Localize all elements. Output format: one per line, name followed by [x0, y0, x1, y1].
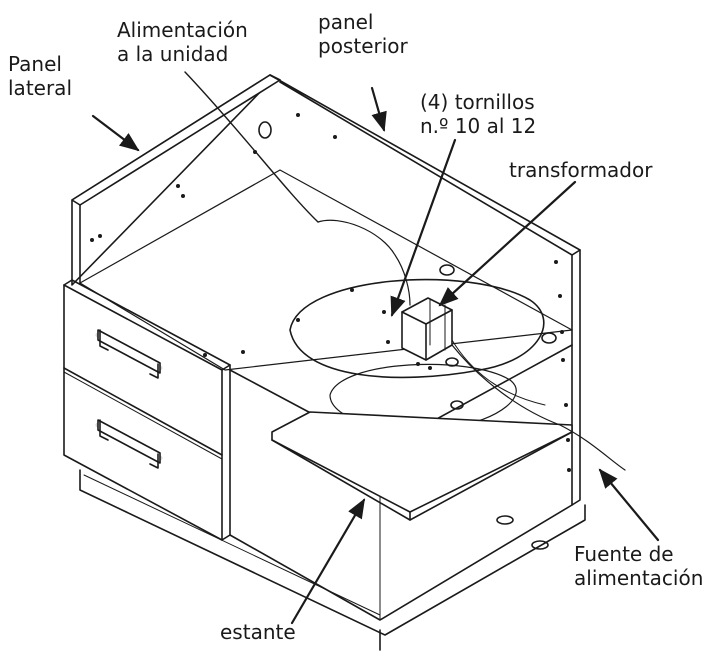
drawer-handle-top — [95, 329, 163, 379]
label-side-panel: Panel lateral — [8, 52, 72, 100]
shelf — [271, 411, 573, 513]
screws-arrow — [390, 138, 457, 317]
label-screws: (4) tornillos n.º 10 al 12 — [420, 90, 537, 138]
label-transformer: transformador — [509, 158, 653, 182]
drawer-handle-bottom — [95, 419, 163, 469]
transformer-arrow — [438, 180, 577, 307]
label-unit-power: Alimentación a la unidad — [117, 18, 248, 66]
shelf-arrow — [290, 498, 366, 625]
label-shelf: estante — [220, 620, 296, 644]
transformer-box — [401, 297, 453, 361]
cabinet-base — [79, 469, 586, 636]
side-panel — [71, 74, 271, 286]
unit-power-arrow — [184, 71, 319, 223]
back-panel-arrow — [370, 86, 387, 132]
counter-cutout — [289, 278, 545, 379]
label-back-panel: panel posterior — [318, 10, 408, 58]
power-source-cable — [451, 344, 626, 471]
unit-power-cable — [317, 219, 411, 306]
power-source-arrow — [598, 468, 660, 542]
drawer-frame — [63, 284, 223, 541]
back-panel — [269, 74, 581, 506]
side-panel-arrow — [91, 114, 140, 152]
label-power-source: Fuente de alimentación — [574, 542, 704, 590]
